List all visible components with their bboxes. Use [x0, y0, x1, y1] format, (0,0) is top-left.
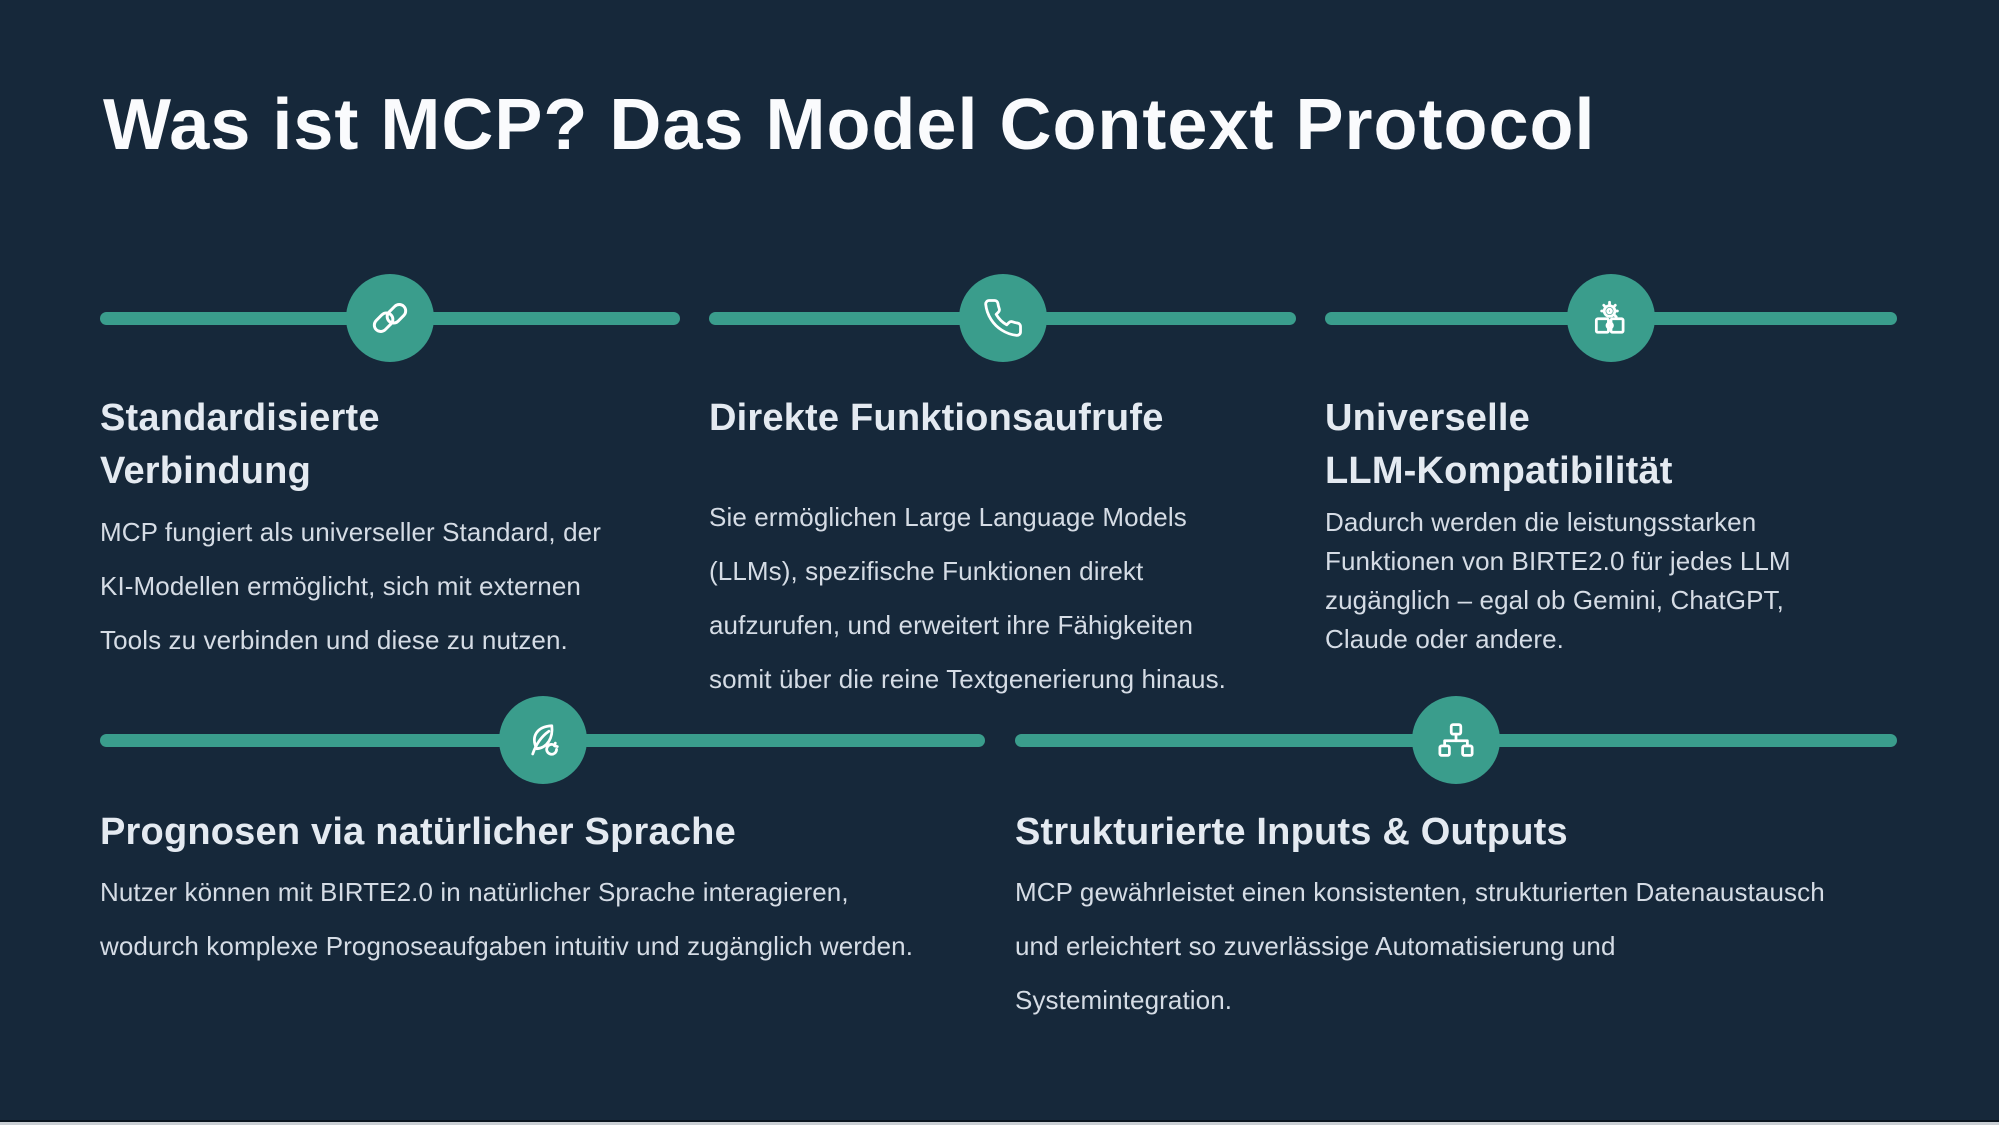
card-body: Sie ermöglichen Large Language Models(LL… — [709, 502, 1227, 694]
timeline-divider — [100, 696, 985, 784]
card-body: MCP gewährleistet einen konsistenten, st… — [1015, 877, 1825, 1015]
feature-card-direkte-funktionsaufrufe: Direkte Funktionsaufrufe Sie ermöglichen… — [709, 274, 1296, 706]
window-bottom-edge — [0, 1122, 1999, 1125]
sitemap-icon — [1412, 696, 1500, 784]
feature-card-prognosen-natuerliche-sprache: Prognosen via natürlicher Sprache Nutzer… — [100, 696, 985, 1027]
puzzle-gear-icon — [1567, 274, 1655, 362]
card-heading: Strukturierte Inputs & Outputs — [1015, 811, 1568, 853]
feature-row-bottom: Prognosen via natürlicher Sprache Nutzer… — [100, 696, 1897, 1027]
timeline-divider — [1015, 696, 1897, 784]
card-body: MCP fungiert als universeller Standard, … — [100, 517, 601, 655]
feature-card-strukturierte-inputs-outputs: Strukturierte Inputs & Outputs MCP gewäh… — [1015, 696, 1897, 1027]
window-bottom-shadow — [0, 1120, 1999, 1122]
link-icon — [346, 274, 434, 362]
timeline-divider — [1325, 274, 1897, 362]
card-heading: Prognosen via natürlicher Sprache — [100, 811, 736, 853]
slide-title: Was ist MCP? Das Model Context Protocol — [103, 85, 1596, 165]
timeline-divider — [709, 274, 1296, 362]
phone-icon — [958, 274, 1047, 362]
card-heading: Direkte Funktionsaufrufe — [709, 397, 1164, 439]
leaf-recycle-icon — [498, 696, 587, 784]
timeline-divider — [100, 274, 680, 362]
card-body: Nutzer können mit BIRTE2.0 in natürliche… — [100, 877, 914, 961]
